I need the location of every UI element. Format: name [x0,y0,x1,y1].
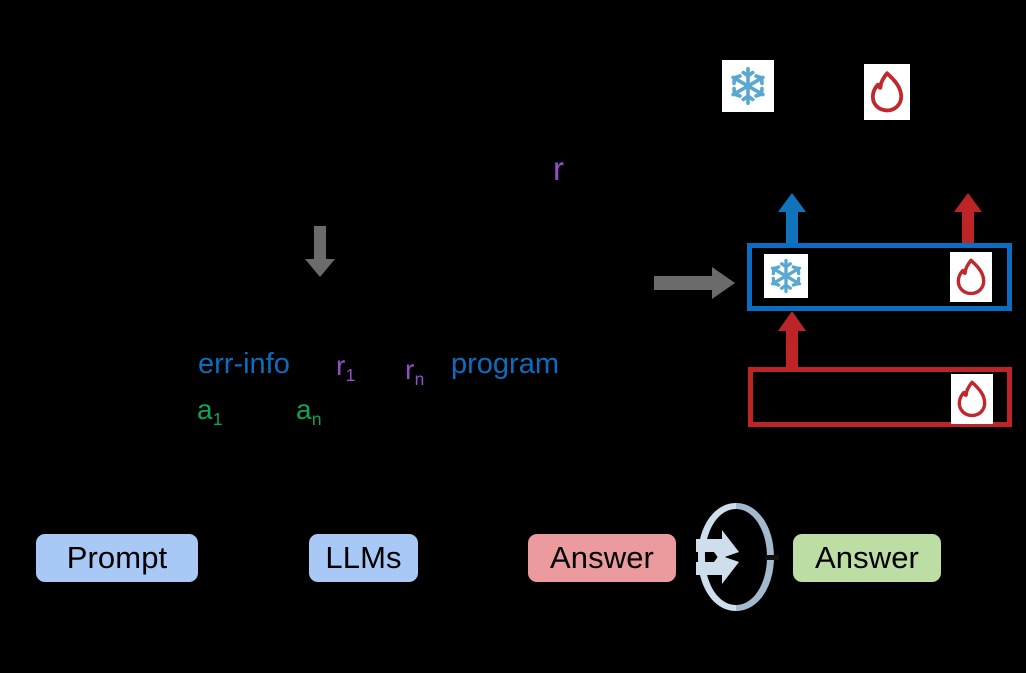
flame-icon-row-blue [950,252,992,302]
flame-icon-row-red [951,374,993,424]
arrow-up-icon-blue [777,193,807,247]
trainable-row [748,367,1012,427]
frozen-active-row [747,243,1012,311]
r-first-label: r1 [336,350,355,384]
a-first-base: a [197,394,213,425]
arrow-up-icon-red-inner [777,311,807,369]
r-label: r [553,150,564,187]
arrow-right-icon-gray [654,265,736,301]
err-info-label: err-info [198,348,290,380]
llms-pill[interactable]: LLMs [309,534,418,582]
llms-pill-label: LLMs [325,540,402,575]
r-last-base: r [405,354,415,385]
r-first-base: r [336,350,346,381]
answer-right-pill-label: Answer [815,540,919,575]
prompt-pill-label: Prompt [66,540,168,575]
rotate-cycle-icon [692,497,780,617]
snowflake-icon-row [764,254,808,298]
a-last-label: an [296,394,322,428]
a-first-subscript: 1 [212,409,223,430]
a-first-label: a1 [197,394,223,428]
a-last-subscript: n [311,409,322,430]
answer-wrong-pill[interactable]: Answer [528,534,676,582]
arrow-down-icon-gray [303,226,337,278]
arrow-up-icon-red-outer [953,193,983,247]
prompt-pill[interactable]: Prompt [36,534,198,582]
a-last-base: a [296,394,312,425]
program-label: program [451,348,559,380]
r-last-subscript: n [414,369,425,390]
r-last-label: rn [405,354,424,388]
answer-wrong-pill-label: Answer [550,540,654,575]
flame-icon-top [864,64,910,120]
answer-right-pill[interactable]: Answer [793,534,941,582]
r-first-subscript: 1 [345,365,356,386]
snowflake-icon-top [722,60,774,112]
